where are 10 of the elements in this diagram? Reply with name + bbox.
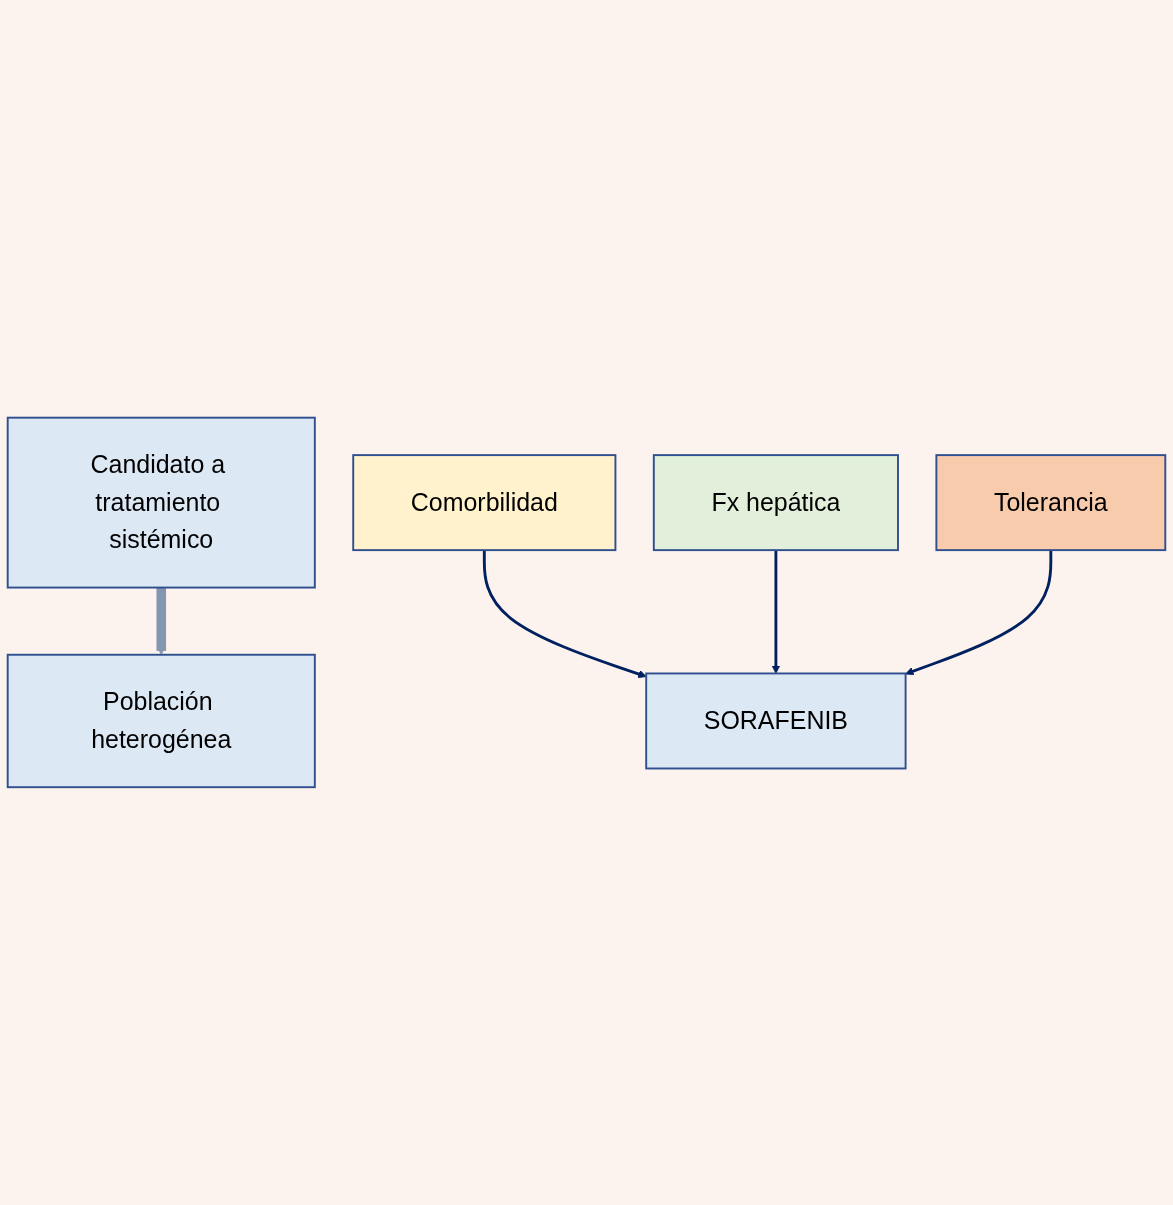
arrow [482,550,647,679]
node-box: Candidato a tratamiento sistémico [6,416,316,589]
arrow [771,550,781,674]
node-box: SORAFENIB [645,672,907,770]
arrow [156,587,167,656]
node-box: Población heterogénea [6,653,316,789]
node-box: Fx hepática [652,454,899,552]
arrow [905,550,1053,676]
node-box: Comorbilidad [352,454,617,552]
node-box: Tolerancia [935,454,1167,552]
